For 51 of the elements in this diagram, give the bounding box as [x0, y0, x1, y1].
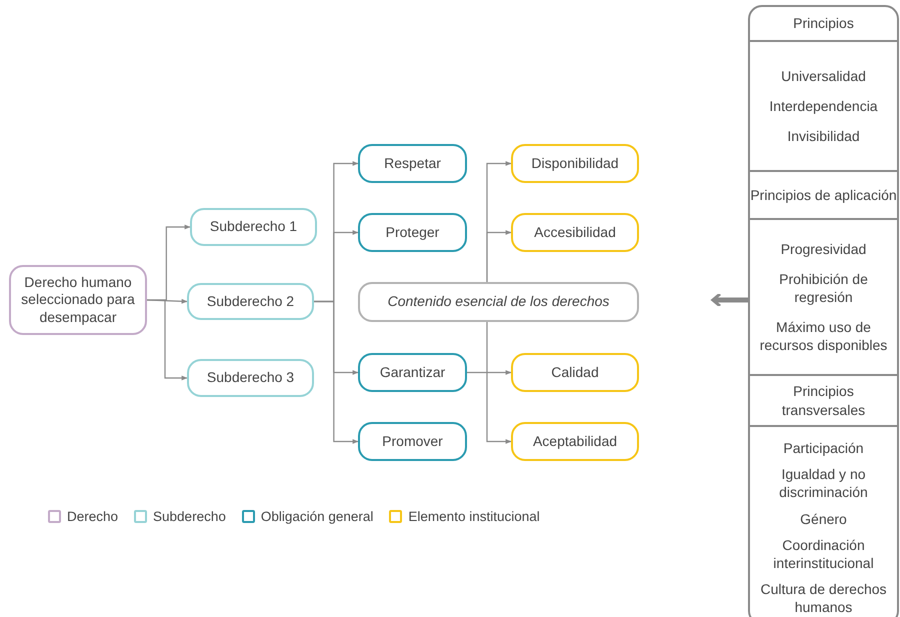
- principle-text: Progresividad: [780, 240, 866, 258]
- legend-label: Derecho: [67, 509, 118, 524]
- node-label: Calidad: [551, 364, 599, 382]
- principle-text: Universalidad: [781, 66, 866, 85]
- node-label: Accesibilidad: [534, 224, 616, 242]
- section-heading: Principios transversales: [780, 382, 866, 419]
- connector-arrow: [486, 230, 512, 282]
- principle-text: Participación: [783, 439, 864, 458]
- connector-arrow: [314, 300, 359, 444]
- rounded-box: [511, 353, 639, 392]
- node-label: Subderecho 1: [210, 218, 298, 236]
- section-heading: Principios: [793, 14, 854, 33]
- node-label: Garantizar: [380, 364, 446, 382]
- principle-text: Máximo uso de recursos disponibles: [758, 318, 888, 354]
- node-label: Subderecho 3: [206, 369, 294, 387]
- rounded-box: [511, 213, 639, 252]
- node-label: Subderecho 2: [206, 292, 294, 310]
- rounded-box: [358, 213, 467, 252]
- principle-text: Prohibición de regresión: [778, 270, 869, 306]
- rounded-box: [511, 422, 639, 461]
- legend-label: Elemento institucional: [408, 509, 540, 524]
- node-label: Aceptabilidad: [532, 432, 618, 450]
- node-label: Proteger: [386, 224, 440, 242]
- node-label: Derecho humano seleccionado para desempacar: [20, 274, 136, 326]
- pointer-arrow: [711, 292, 748, 308]
- section-heading: Principios de aplicación: [750, 186, 897, 204]
- legend-label: Subderecho: [153, 509, 226, 524]
- principle-text: Igualdad y no discriminación: [778, 465, 869, 502]
- connector-arrow: [486, 322, 512, 444]
- rounded-box: [358, 144, 467, 183]
- connector-arrow: [467, 370, 512, 375]
- rounded-box: [511, 144, 639, 183]
- rounded-box: [358, 353, 467, 392]
- rounded-box: [187, 283, 314, 320]
- node-label: Promover: [382, 432, 443, 450]
- node-label: Respetar: [384, 154, 441, 172]
- rounded-box: [358, 282, 639, 322]
- principle-text: Interdependencia: [769, 96, 878, 116]
- principles-panel: [748, 5, 899, 617]
- node-label: Contenido esencial de los derechos: [388, 293, 610, 311]
- connector-arrow: [147, 299, 188, 380]
- rounded-box: [358, 422, 467, 461]
- node-label: Disponibilidad: [531, 154, 619, 172]
- principle-text: Invisibilidad: [787, 127, 860, 146]
- principle-text: Género: [800, 510, 847, 528]
- rounded-box: [187, 359, 314, 397]
- principle-text: Cultura de derechos humanos: [759, 580, 888, 616]
- rounded-box: [190, 208, 317, 246]
- legend-label: Obligación general: [260, 509, 374, 524]
- rounded-box: [9, 265, 147, 335]
- principle-text: Coordinación interinstitucional: [772, 536, 875, 572]
